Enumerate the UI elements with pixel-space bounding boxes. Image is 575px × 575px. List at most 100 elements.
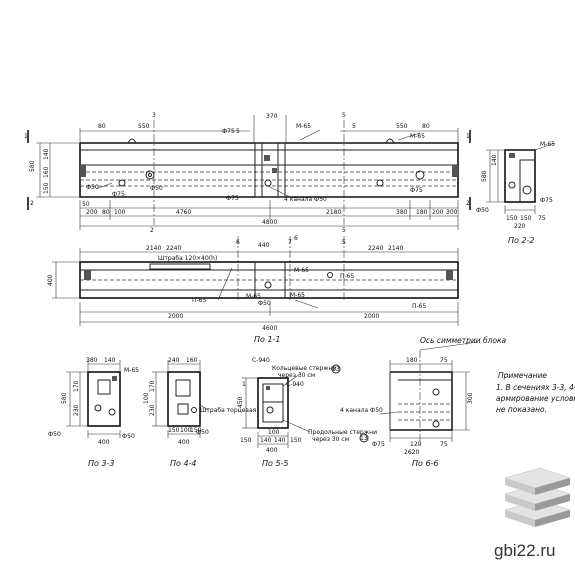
sec33-label-f50a: Ф50 (48, 431, 61, 438)
elev-label-channels: 4 канала Ф50 (284, 196, 327, 203)
sec22-dim-75: 75 (538, 215, 546, 222)
sec55-caption: По 5-5 (262, 459, 289, 468)
sec66-label-f75: Ф75 (372, 441, 385, 448)
sec55-bubble-13b: 13 (360, 435, 368, 442)
sec22-dim-580: 580 (481, 170, 488, 182)
elev-dim-140: 140 (43, 148, 50, 160)
elev-label-f75b: Ф75 (112, 191, 125, 198)
section-4-4: 240 160 170 230 100 150 100 150 400 Штра… (143, 357, 257, 468)
sec66-dim-75a: 75 (440, 357, 448, 364)
sec44-dim-100: 100 (143, 392, 150, 404)
sec22-label-m65: M-65 (540, 141, 555, 148)
sec33-dim-230: 230 (73, 404, 80, 416)
plan-section-mark-6b: 6 (294, 235, 298, 242)
note-line-2: армирование условно (496, 394, 575, 403)
section-2-2: 580 140 150 150 220 75 M-65 Ф50 Ф75 По 2… (476, 141, 555, 245)
sec22-dim-150a: 150 (506, 215, 518, 222)
elevation-view: 80 550 3 370 80 550 5 5 580 140 160 150 … (24, 112, 471, 234)
sec55-dim-150a: 150 (240, 437, 252, 444)
sec55-dim-400: 400 (266, 447, 278, 454)
sec33-dim-140: 140 (104, 357, 116, 364)
sec66-dim-75b: 75 (440, 441, 448, 448)
plan-label-m65a: M-65 (294, 267, 309, 274)
elev-dim-80b: 80 (422, 123, 430, 130)
sec44-dim-230: 230 (149, 404, 156, 416)
sec55-label-c940b: C-940 (286, 381, 304, 388)
elev-dim-80a: 80 (98, 123, 106, 130)
section-3-3: 380 140 580 170 230 400 M-65 Ф50 Ф50 По … (48, 357, 139, 468)
sec55-dim-140a: 140 (260, 437, 272, 444)
plan-label-p65a: П-65 (192, 297, 206, 304)
elev-dim-160: 160 (43, 166, 50, 178)
sec66-dim-180: 180 (406, 357, 418, 364)
sec55-label-c940a: C-940 (252, 357, 270, 364)
sec33-dim-580: 580 (61, 392, 68, 404)
elev-dim-80c: 80 (102, 209, 110, 216)
elev-dim-150: 150 (43, 182, 50, 194)
elev-dim-370: 370 (266, 113, 278, 120)
sec44-dim-160: 160 (186, 357, 198, 364)
note-heading: Примечание (498, 371, 547, 380)
sec55-bubble-13a: 13 (332, 366, 340, 373)
elev-section-mark-1a: 1 (24, 133, 28, 140)
plan-dim-400: 400 (47, 274, 54, 286)
sec44-dim-170: 170 (149, 380, 156, 392)
sec66-dim-2620: 2620 (404, 449, 419, 456)
note-line-3: не показано. (496, 405, 547, 414)
plan-dim-440: 440 (258, 242, 270, 249)
elev-dim-50: 50 (82, 201, 90, 208)
sec33-dim-400: 400 (98, 439, 110, 446)
stacked-slabs-icon (504, 467, 571, 527)
plan-label-p65c: П-65 (412, 303, 426, 310)
elev-label-f50a: Ф50 (86, 184, 99, 191)
sec55-label-ring-spacing: через 30 см (278, 372, 315, 379)
sec66-label-channels: 4 канала Ф50 (340, 407, 383, 414)
sec55-label-long-spacing: через 30 см (312, 436, 349, 443)
elev-dim-100: 100 (114, 209, 126, 216)
elev-dim-550b: 550 (396, 123, 408, 130)
elev-section-mark-2c: 2 (466, 200, 470, 207)
elev-section-mark-2a: 2 (30, 200, 34, 207)
plan-section-mark-6: 6 (236, 239, 240, 246)
sec55-dim-1: 1 (242, 381, 246, 388)
sec55-dim-150b: 150 (290, 437, 302, 444)
elev-label-m65a: M-65 (296, 123, 311, 130)
elev-dim-4760: 4760 (176, 209, 191, 216)
elev-section-mark-5c: 5 (236, 128, 240, 135)
sec22-dim-220: 220 (514, 223, 526, 230)
plan-label-p65b: П-65 (340, 273, 354, 280)
elev-section-mark-3: 3 (152, 112, 156, 119)
note-line-1: 1. В сечениях 3-3, 4-4 (496, 383, 575, 392)
sec55-label-ring-bars: Кольцевые стержни (272, 365, 337, 372)
sec33-dim-170: 170 (73, 380, 80, 392)
elev-label-f75c: Ф75 (226, 195, 239, 202)
elev-label-f75a: Ф75 (222, 128, 235, 135)
sec66-dim-300: 300 (467, 392, 474, 404)
plan-view: 6 7 440 6 5 400 2140 2240 2240 2140 2000… (47, 235, 459, 344)
elev-section-mark-5d: 5 (352, 123, 356, 130)
sec66-caption: По 6-6 (412, 459, 439, 468)
elev-section-mark-5b: 5 (342, 227, 346, 234)
plan-dim-2000a: 2000 (168, 313, 183, 320)
sec55-dim-100: 100 (268, 429, 280, 436)
elev-label-f75d: Ф75 (410, 187, 423, 194)
plan-label-m65c: M-65 (290, 292, 305, 299)
plan-label-f50: Ф50 (258, 300, 271, 307)
elev-dim-200b: 200 (432, 209, 444, 216)
sec44-dim-100b: 100 (180, 427, 192, 434)
sec22-dim-150b: 150 (520, 215, 532, 222)
sec44-label-slot: Штраба торцевая (200, 407, 257, 414)
sec55-dim-140b: 140 (274, 437, 286, 444)
plan-dim-2000b: 2000 (364, 313, 379, 320)
plan-label-m65b: M-65 (246, 293, 261, 300)
sec44-dim-400: 400 (178, 439, 190, 446)
sec44-caption: По 4-4 (170, 459, 197, 468)
elev-dim-550a: 550 (138, 123, 150, 130)
sec66-dim-120: 120 (410, 441, 422, 448)
section-5-5: C-940 Кольцевые стержни через 30 см C-94… (237, 357, 377, 468)
sec22-label-f50: Ф50 (476, 207, 489, 214)
notes-block: Примечание 1. В сечениях 3-3, 4-4 армиро… (496, 371, 575, 414)
sec66-axis-label: Ось симметрии блока (420, 336, 507, 345)
sec44-dim-150a: 150 (168, 427, 180, 434)
elev-dim-300: 300 (446, 209, 458, 216)
